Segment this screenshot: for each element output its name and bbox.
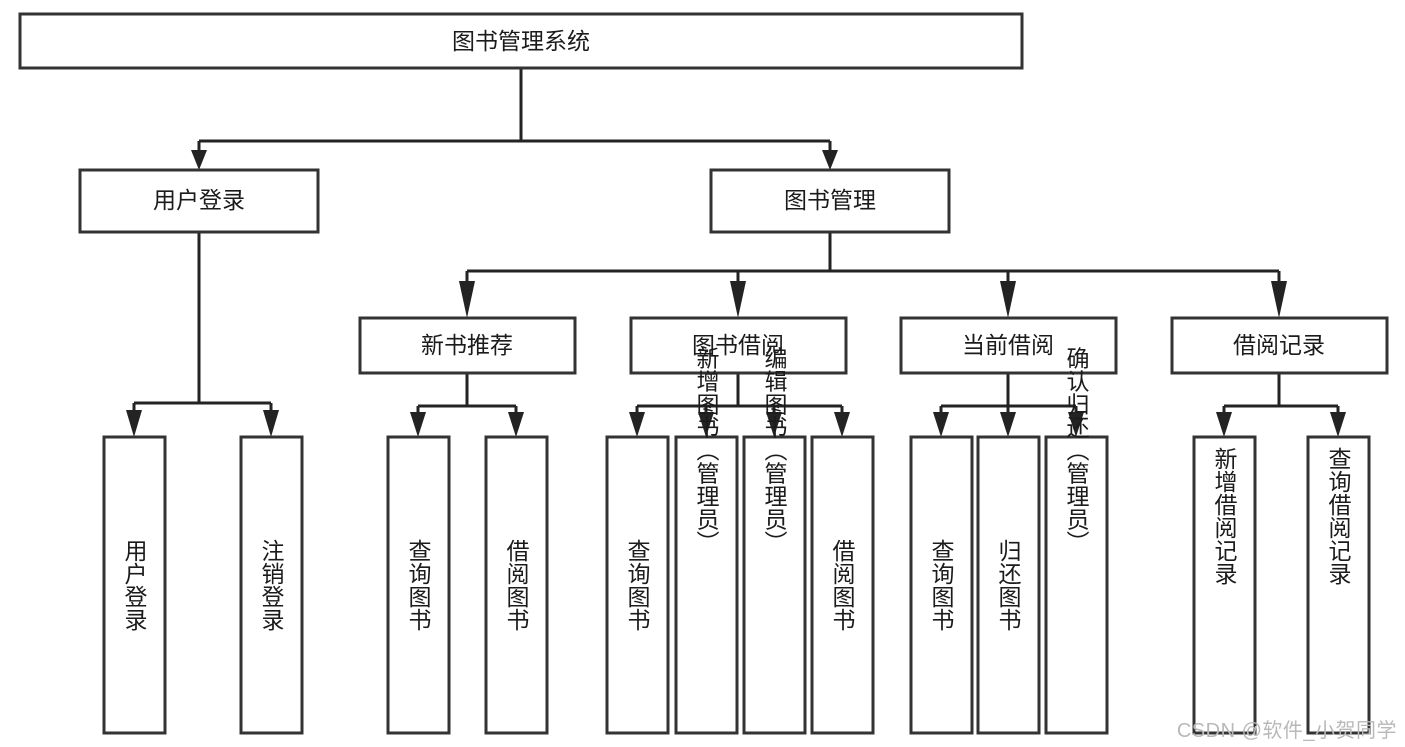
node-leaf-query-record[interactable]: 查询借阅记录 — [1306, 435, 1371, 735]
node-leaf-confirm-return-box[interactable] — [1044, 435, 1109, 735]
arrow-head-current-borrow — [1000, 281, 1016, 318]
node-book-borrow-label: 图书借阅 — [692, 332, 784, 358]
node-leaf-query-book-2-label: 查询图书 — [624, 539, 651, 631]
node-borrow-record-box[interactable] — [1170, 316, 1389, 375]
node-leaf-query-book-3[interactable]: 查询图书 — [909, 435, 974, 735]
node-leaf-query-book-2-box[interactable] — [605, 435, 670, 735]
node-user-login[interactable]: 用户登录 — [78, 168, 320, 234]
node-leaf-query-book-1-label: 查询图书 — [405, 539, 432, 631]
node-book-management-box[interactable] — [709, 168, 951, 234]
arrow-head-leaf-query-book-2 — [629, 412, 645, 437]
node-leaf-confirm-return-label: 确认归还（管理员） — [1063, 347, 1090, 554]
node-leaf-edit-book-box[interactable] — [742, 435, 807, 735]
node-leaf-borrow-book-1-label: 借阅图书 — [503, 539, 530, 631]
node-leaf-query-book-1[interactable]: 查询图书 — [386, 435, 451, 735]
node-leaf-return-book-label: 归还图书 — [995, 539, 1022, 631]
node-book-borrow-box[interactable] — [629, 316, 848, 375]
node-leaf-borrow-book-2-box[interactable] — [810, 435, 875, 735]
arrow-head-leaf-add-book — [698, 412, 714, 437]
node-leaf-query-book-3-box[interactable] — [909, 435, 974, 735]
node-new-book-recommend[interactable]: 新书推荐 — [358, 316, 577, 375]
arrow-head-leaf-query-record — [1330, 412, 1346, 437]
node-book-management-label: 图书管理 — [784, 187, 876, 213]
node-new-book-recommend-label: 新书推荐 — [421, 332, 513, 358]
arrow-head-leaf-query-book-1 — [410, 412, 426, 437]
node-leaf-borrow-book-1[interactable]: 借阅图书 — [484, 435, 549, 735]
arrow-head-leaf-query-book-3 — [933, 412, 949, 437]
node-leaf-query-record-label: 查询借阅记录 — [1325, 447, 1352, 585]
arrow-head-book-management — [822, 150, 838, 170]
node-leaf-add-record[interactable]: 新增借阅记录 — [1192, 435, 1257, 735]
node-leaf-edit-book-label: 编辑图书（管理员） — [761, 347, 788, 554]
arrow-head-leaf-borrow-book-1 — [508, 412, 524, 437]
node-leaf-add-record-label: 新增借阅记录 — [1211, 447, 1238, 585]
arrow-head-borrow-record — [1271, 281, 1287, 318]
node-current-borrow[interactable]: 当前借阅 — [899, 316, 1118, 375]
node-root-box[interactable] — [18, 12, 1024, 70]
node-leaf-borrow-book-2[interactable]: 借阅图书 — [810, 435, 875, 735]
node-leaf-add-book-box[interactable] — [674, 435, 739, 735]
node-book-borrow[interactable]: 图书借阅 — [629, 316, 848, 375]
csdn-watermark: CSDN @软件_小贺同学 — [1176, 720, 1397, 742]
node-leaf-add-record-box[interactable] — [1192, 435, 1257, 735]
node-root-label: 图书管理系统 — [452, 28, 590, 54]
node-leaf-user-login-box[interactable] — [102, 435, 167, 735]
arrow-head-leaf-borrow-book-2 — [834, 412, 850, 437]
node-new-book-recommend-box[interactable] — [358, 316, 577, 375]
node-leaf-logout-login-box[interactable] — [239, 435, 304, 735]
arrow-head-leaf-edit-book — [766, 412, 782, 437]
node-leaf-edit-book[interactable]: 编辑图书（管理员） — [742, 347, 807, 735]
node-root[interactable]: 图书管理系统 — [18, 12, 1024, 70]
arrow-head-book-borrow — [730, 281, 746, 318]
node-current-borrow-label: 当前借阅 — [962, 332, 1054, 358]
node-leaf-return-book-box[interactable] — [976, 435, 1041, 735]
arrow-head-leaf-confirm-return — [1068, 412, 1084, 437]
node-user-login-label: 用户登录 — [153, 187, 245, 213]
node-leaf-borrow-book-1-box[interactable] — [484, 435, 549, 735]
node-leaf-borrow-book-2-label: 借阅图书 — [829, 539, 856, 631]
node-borrow-record[interactable]: 借阅记录 — [1170, 316, 1389, 375]
node-leaf-add-book-label: 新增图书（管理员） — [693, 347, 720, 554]
node-leaf-logout-login-label: 注销登录 — [258, 539, 285, 631]
node-leaf-user-login[interactable]: 用户登录 — [102, 435, 167, 735]
node-leaf-confirm-return[interactable]: 确认归还（管理员） — [1044, 347, 1109, 735]
arrow-head-leaf-logout-login — [263, 410, 279, 437]
connector-layer — [126, 68, 1346, 437]
node-leaf-user-login-label: 用户登录 — [121, 539, 148, 631]
arrow-head-leaf-add-record — [1216, 412, 1232, 437]
node-current-borrow-box[interactable] — [899, 316, 1118, 375]
arrow-head-new-book-recommend — [459, 281, 475, 318]
node-leaf-query-book-2[interactable]: 查询图书 — [605, 435, 670, 735]
node-book-management[interactable]: 图书管理 — [709, 168, 951, 234]
arrow-head-leaf-user-login — [126, 410, 142, 437]
arrow-head-user-login — [191, 150, 207, 170]
node-leaf-return-book[interactable]: 归还图书 — [976, 435, 1041, 735]
arrow-head-leaf-return-book — [1000, 412, 1016, 437]
node-leaf-add-book[interactable]: 新增图书（管理员） — [674, 347, 739, 735]
node-leaf-logout-login[interactable]: 注销登录 — [239, 435, 304, 735]
node-user-login-box[interactable] — [78, 168, 320, 234]
node-leaf-query-book-1-box[interactable] — [386, 435, 451, 735]
node-leaf-query-record-box[interactable] — [1306, 435, 1371, 735]
node-borrow-record-label: 借阅记录 — [1233, 332, 1325, 358]
node-leaf-query-book-3-label: 查询图书 — [928, 539, 955, 631]
